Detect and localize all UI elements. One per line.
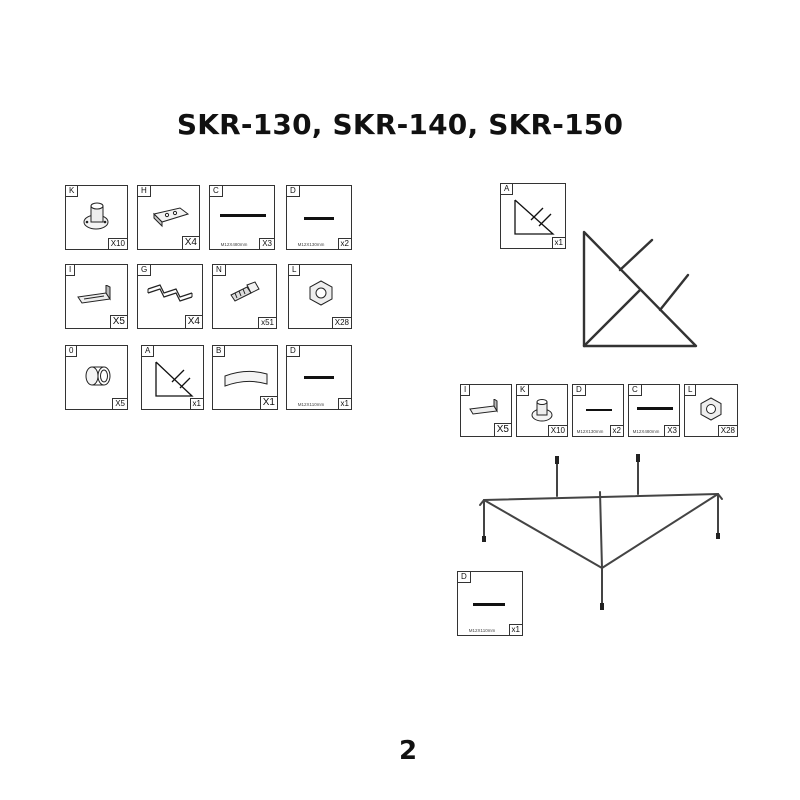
ring-icon	[85, 366, 111, 386]
page-number: 2	[398, 736, 418, 766]
curved-plate-icon	[224, 370, 268, 387]
part-l: L X28	[288, 264, 352, 329]
part-0: 0 X5	[65, 345, 128, 410]
angle-bracket-icon	[469, 399, 498, 415]
part-qty: X5	[112, 398, 128, 410]
step2-part-k: K X10	[516, 384, 568, 437]
part-qty: x51	[258, 317, 277, 329]
part-letter: N	[212, 264, 226, 276]
step2-part-l: L X28	[684, 384, 738, 437]
part-letter: K	[516, 384, 530, 396]
step1-frame-drawing	[582, 230, 698, 348]
part-letter: B	[212, 345, 226, 357]
part-qty: x1	[189, 398, 204, 410]
part-letter: C	[209, 185, 223, 197]
part-qty: X10	[547, 425, 568, 437]
step2-part-i: I X5	[460, 384, 512, 437]
part-d-130: D M12X130mm x2	[286, 185, 352, 250]
step2-frame-drawing	[479, 457, 723, 609]
angle-bracket-icon	[77, 285, 111, 304]
part-h: H X4	[137, 185, 200, 250]
rod-icon	[473, 603, 505, 606]
part-c: C M12X480mm X3	[209, 185, 275, 250]
part-d-110: D M12X110mm x1	[286, 345, 352, 410]
triangle-frame-icon	[514, 199, 555, 235]
part-qty: x1	[551, 237, 566, 249]
step3-part-d: D M12X110mm x1	[457, 571, 523, 636]
part-qty: X4	[184, 315, 203, 329]
part-letter: H	[137, 185, 151, 197]
part-qty: X1	[259, 396, 278, 410]
part-letter: 0	[65, 345, 78, 357]
plate-bracket-icon	[153, 207, 190, 228]
part-qty: X28	[717, 425, 738, 437]
step1-part-a: A x1	[500, 183, 566, 249]
rod-icon	[304, 217, 334, 220]
part-letter: L	[684, 384, 697, 396]
part-spec: M12X130mm	[297, 242, 325, 247]
part-letter: C	[628, 384, 642, 396]
nut-icon	[700, 397, 722, 421]
step2-part-c: C M12X480mm X3	[628, 384, 680, 437]
part-qty: x1	[508, 624, 523, 636]
clamp-icon	[147, 284, 193, 302]
part-letter: G	[137, 264, 152, 276]
part-n: N x51	[212, 264, 277, 329]
part-letter: L	[288, 264, 301, 276]
part-letter: K	[65, 185, 79, 197]
part-g: G X4	[137, 264, 203, 329]
part-k: K X10	[65, 185, 128, 250]
part-spec: M12X130mm	[576, 429, 604, 434]
part-letter: I	[460, 384, 471, 396]
part-qty: X5	[109, 315, 128, 329]
rod-icon	[637, 407, 673, 410]
part-spec: M12X110mm	[468, 628, 496, 633]
part-qty: X5	[493, 423, 512, 437]
rod-icon	[220, 214, 266, 217]
rod-icon	[304, 376, 334, 379]
part-letter: D	[457, 571, 471, 583]
part-letter: A	[141, 345, 155, 357]
part-spec: M12X480mm	[220, 242, 248, 247]
flange-icon	[531, 399, 553, 422]
triangle-frame-icon	[155, 361, 194, 397]
part-qty: X3	[664, 425, 680, 437]
rod-icon	[586, 409, 612, 411]
bolt-icon	[230, 281, 260, 302]
part-b: B X1	[212, 345, 278, 410]
part-a: A x1	[141, 345, 204, 410]
part-qty: X4	[181, 236, 200, 250]
part-letter: D	[572, 384, 586, 396]
part-qty: X3	[259, 238, 275, 250]
part-i: I X5	[65, 264, 128, 329]
flange-icon	[83, 202, 109, 230]
part-letter: D	[286, 185, 300, 197]
part-qty: x2	[337, 238, 352, 250]
part-qty: X28	[331, 317, 352, 329]
part-qty: X10	[107, 238, 128, 250]
part-spec: M12X110mm	[297, 402, 325, 407]
page-title: SKR-130, SKR-140, SKR-150	[176, 108, 624, 141]
nut-icon	[309, 280, 333, 306]
part-spec: M12X480mm	[632, 429, 660, 434]
part-qty: x1	[337, 398, 352, 410]
part-letter: I	[65, 264, 76, 276]
frame-post-caps	[482, 454, 720, 610]
step2-part-d: D M12X130mm x2	[572, 384, 624, 437]
part-letter: A	[500, 183, 514, 195]
part-qty: x2	[609, 425, 624, 437]
part-letter: D	[286, 345, 300, 357]
